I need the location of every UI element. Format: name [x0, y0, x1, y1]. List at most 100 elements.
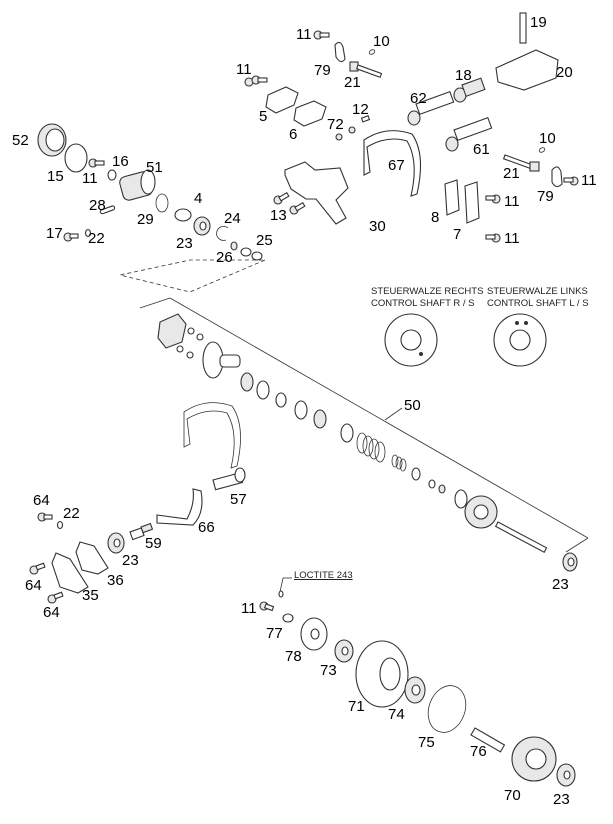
part-26-sleeve — [230, 241, 238, 251]
thrust-bearing — [313, 409, 327, 429]
part-24-circlip — [216, 226, 229, 241]
part-23-bearing-c — [562, 552, 578, 572]
part-label: 74 — [388, 706, 405, 723]
part-64-screw-c — [47, 591, 64, 604]
loctite-note: LOCTITE 243 — [294, 570, 353, 581]
part-label: 79 — [314, 62, 331, 79]
part-label: 73 — [320, 662, 337, 679]
control-shaft-right-de: STEUERWALZE RECHTS — [371, 286, 484, 297]
governor-sleeve — [202, 341, 241, 379]
part-label: 11 — [296, 26, 312, 43]
part-35-cover — [51, 552, 89, 594]
part-64-screw-b — [29, 562, 46, 575]
part-label: 23 — [122, 552, 139, 569]
part-label: 28 — [89, 197, 106, 214]
part-22-oring-b — [56, 520, 64, 530]
part-4-washer — [174, 208, 192, 222]
part-21-shaft-b — [502, 154, 540, 172]
part-label: 11 — [504, 193, 520, 210]
part-11-screw — [88, 158, 105, 168]
part-label: 23 — [553, 791, 570, 808]
part-label: 12 — [352, 101, 369, 118]
part-label: 23 — [176, 235, 193, 252]
part-11-screws-pair — [244, 75, 268, 87]
part-10-oring — [368, 49, 376, 55]
part-59-stud — [129, 522, 154, 541]
washer — [411, 467, 421, 481]
part-label: 13 — [270, 207, 287, 224]
reference-dash-line — [119, 259, 266, 293]
part-8-gasket — [444, 179, 460, 216]
part-label: 70 — [504, 787, 521, 804]
part-label: 64 — [33, 492, 50, 509]
part-73-bearing — [334, 639, 354, 663]
part-51-housing — [119, 169, 156, 201]
part-label: 11 — [504, 230, 520, 247]
control-shaft-left-note: STEUERWALZE LINKS CONTROL SHAFT L / S — [487, 286, 589, 310]
part-66-lever — [156, 488, 203, 526]
part-label: 67 — [388, 157, 405, 174]
part-7-plate — [464, 181, 480, 224]
part-23-bearing-d — [556, 763, 576, 787]
part-71-cover — [355, 640, 409, 708]
part-15-ring — [64, 143, 88, 173]
part-74-bearing — [404, 676, 426, 704]
part-23-bearing — [193, 216, 211, 236]
part-70-gear — [511, 736, 557, 782]
part-67-segment — [363, 130, 422, 197]
part-label: 62 — [410, 90, 427, 107]
part-57-shaft — [212, 467, 246, 491]
part-61-control-shaft — [445, 116, 493, 152]
part-36-gasket — [75, 541, 109, 575]
part-label: 11 — [82, 170, 98, 187]
part-label: 20 — [556, 64, 573, 81]
part-label: 75 — [418, 734, 435, 751]
loctite-leader-2 — [279, 577, 284, 593]
part-label: 10 — [539, 130, 556, 147]
washer — [256, 380, 270, 400]
part-12-pin — [360, 115, 371, 123]
part-16-washer — [107, 169, 117, 181]
spring-small — [391, 454, 407, 472]
part-label: 71 — [348, 698, 365, 715]
bushing — [275, 392, 287, 408]
part-28-pin — [99, 205, 116, 215]
assembly-50-bracket-top — [139, 297, 171, 309]
ball — [186, 351, 194, 359]
part-label: 64 — [25, 577, 42, 594]
part-11-screw-c — [485, 194, 501, 204]
part-52-nut — [37, 123, 67, 157]
part-label: 11 — [241, 600, 257, 617]
part-label: 15 — [47, 168, 64, 185]
part-6-plate — [293, 100, 327, 127]
spring-large — [356, 432, 386, 463]
part-label: 18 — [455, 67, 472, 84]
part-label: 8 — [431, 209, 440, 226]
assembly-50-bracket-line — [169, 297, 589, 539]
part-23-bearing-b — [107, 532, 125, 554]
part-label: 51 — [146, 159, 163, 176]
part-22-oring — [84, 228, 92, 238]
control-shaft-left-de: STEUERWALZE LINKS — [487, 286, 588, 297]
part-label: 36 — [107, 572, 124, 589]
washer — [340, 423, 354, 443]
ball — [196, 333, 204, 341]
part-label: 76 — [470, 743, 487, 760]
part-17-screw — [63, 232, 79, 242]
governor-flyweight-carrier — [157, 313, 187, 349]
part-62-control-shaft — [407, 90, 455, 126]
part-67-segment-ghost — [183, 402, 241, 469]
control-shaft-right-note: STEUERWALZE RECHTS CONTROL SHAFT R / S — [371, 286, 483, 310]
part-label: 50 — [404, 397, 421, 414]
part-label: 7 — [453, 226, 462, 243]
part-label: 35 — [82, 587, 99, 604]
part-label: 25 — [256, 232, 273, 249]
part-11-screw-d — [485, 233, 501, 243]
ball — [187, 327, 195, 335]
part-label: 22 — [63, 505, 80, 522]
part-label: 30 — [369, 218, 386, 235]
part-label: 79 — [537, 188, 554, 205]
part-label: 64 — [43, 604, 60, 621]
part-label: 72 — [327, 116, 344, 133]
